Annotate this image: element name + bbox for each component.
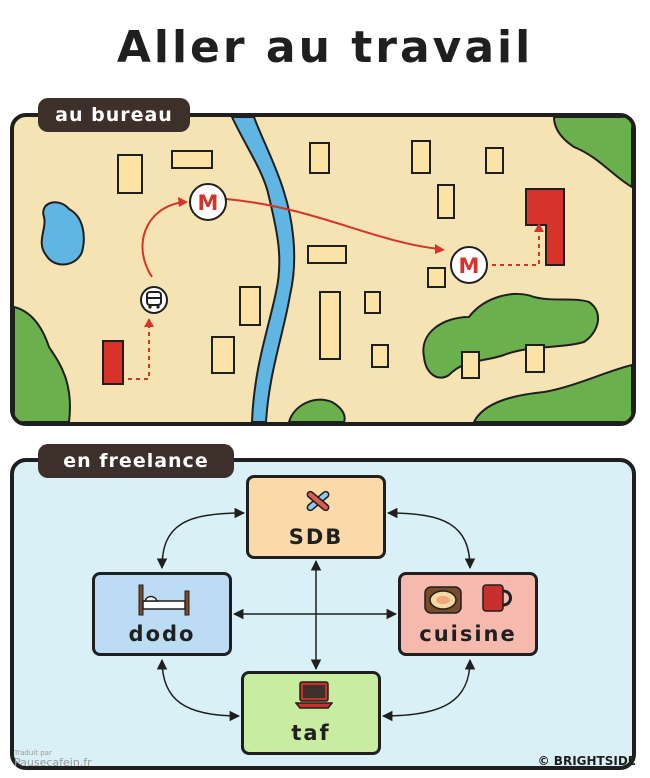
building — [411, 140, 431, 174]
section-label-freelance: en freelance — [38, 444, 234, 478]
metro-station-2: M — [450, 246, 488, 284]
section-label-office: au bureau — [38, 98, 190, 132]
arrow-head — [144, 318, 154, 327]
bed-icon — [138, 584, 190, 616]
translator-watermark: Traduit par Pausecafein.fr — [14, 748, 92, 768]
lake — [40, 201, 85, 266]
connector-cuisine-taf — [381, 658, 476, 722]
room-label-sdb: SDB — [288, 525, 344, 549]
building — [239, 286, 261, 326]
office-building — [525, 188, 565, 266]
credit-text: © BRIGHTSIDE — [537, 754, 636, 768]
building — [427, 267, 446, 288]
building — [307, 245, 347, 264]
metro-icon: M — [198, 191, 219, 215]
watermark-line2: Pausecafein.fr — [14, 756, 92, 769]
home-building — [102, 340, 124, 385]
route-bus-metro — [141, 201, 185, 278]
arrow-head — [534, 223, 544, 232]
arrow-head — [435, 244, 445, 254]
connector-sdb-cuisine — [386, 507, 476, 570]
office-map-panel: M M — [10, 113, 636, 426]
connector-sdb-dodo — [156, 507, 246, 570]
building — [371, 344, 389, 368]
building — [319, 291, 341, 360]
building — [117, 154, 143, 194]
room-bedroom: dodo — [92, 572, 232, 656]
building — [485, 147, 504, 174]
metro-icon: M — [459, 254, 480, 278]
connector-dodo-taf — [156, 658, 241, 722]
building — [461, 351, 480, 379]
building — [211, 336, 235, 374]
river — [230, 117, 296, 422]
room-bathroom: SDB — [246, 475, 386, 559]
page-title: Aller au travail — [116, 22, 534, 73]
metro-station-1: M — [189, 183, 227, 221]
building — [525, 344, 545, 373]
room-work: taf — [241, 671, 381, 755]
arrow-head — [178, 197, 188, 207]
room-label-taf: taf — [291, 721, 331, 745]
room-kitchen: cuisine — [398, 572, 538, 656]
route-metro-metro — [225, 198, 440, 250]
office-map: M M — [14, 117, 632, 422]
laptop-icon — [295, 681, 333, 709]
watermark-line1: Traduit par — [14, 749, 52, 757]
room-label-dodo: dodo — [128, 622, 196, 646]
building — [437, 184, 455, 219]
breakfast-icon — [424, 584, 512, 614]
bus-icon — [140, 286, 168, 314]
room-label-cuisine: cuisine — [419, 622, 517, 646]
building — [309, 142, 330, 174]
toothbrush-icon — [306, 490, 330, 512]
forest-top-right — [552, 117, 632, 189]
building — [364, 291, 381, 314]
forest-bottom-center — [287, 398, 346, 422]
forest-bottom-left — [14, 305, 71, 422]
building — [171, 150, 213, 169]
forest-bottom-right — [472, 363, 632, 422]
